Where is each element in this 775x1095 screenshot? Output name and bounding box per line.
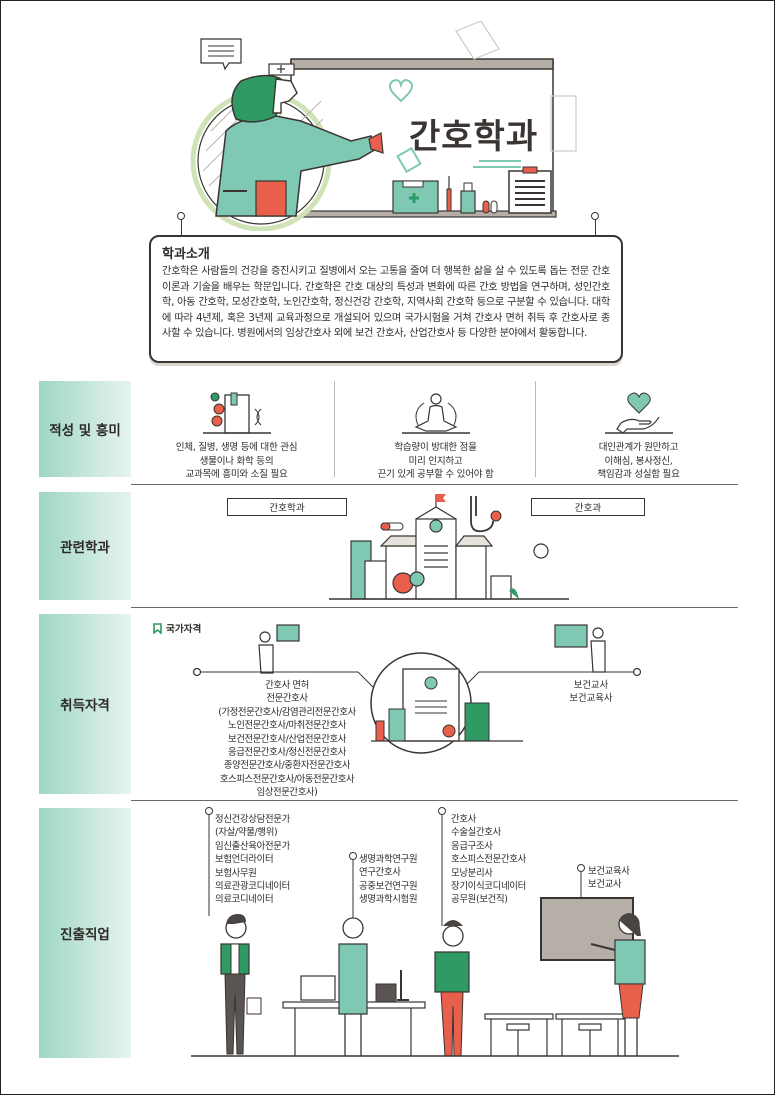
section-label-careers: 진출직업	[39, 808, 131, 1058]
career-item: 공무원(보건직)	[451, 894, 508, 906]
qualification-item: 종양전문간호사/중환자전문간호사	[223, 760, 351, 772]
career-item: 공중보건연구원	[359, 880, 418, 892]
careers-illustration	[191, 807, 679, 1057]
career-group: 정신건강상담전문가 (자살/약물/행위) 임신출산육아전문가 보험언더라이터 보…	[215, 813, 290, 907]
qualification-item: 보건전문간호사/산업전문간호사	[228, 733, 346, 745]
column-divider	[334, 381, 335, 477]
aptitude-line: 교과목에 흥미와 소질 필요	[185, 469, 288, 480]
intro-title: 학과소개	[162, 247, 210, 262]
hero-illustration: 간호학과	[181, 21, 601, 231]
intro-body: 간호학은 사람들의 건강을 증진시키고 질병에서 오는 고통을 줄여 더 행복한…	[162, 266, 610, 339]
qualification-list-left: 간호사 면허 전문간호사 (가정전문간호사/감염관리전문간호사 노인전문간호사/…	[197, 679, 377, 800]
qualification-item: 보건교사	[573, 680, 609, 691]
career-item: 수술실간호사	[451, 827, 501, 839]
aptitude-line: 끈기 있게 공부할 수 있어야 함	[377, 469, 494, 480]
qualification-item: 노인전문간호사/마취전문간호사	[228, 720, 346, 732]
pin-line	[595, 220, 596, 240]
aptitude-item: 대인관계가 원만하고 이해심, 봉사정신, 책임감과 성실함 필요	[541, 389, 736, 482]
career-item: (자살/약물/행위)	[215, 827, 278, 839]
bookmark-icon	[153, 622, 162, 634]
career-item: 호스피스전문간호사	[451, 854, 526, 866]
qualification-list-right: 보건교사 보건교육사	[541, 679, 641, 706]
qualification-item: 호스피스전문간호사/아동전문간호사	[219, 773, 355, 785]
aptitude-line: 대인관계가 원만하고	[598, 442, 679, 453]
career-group: 생명과학연구원 연구간호사 공중보건연구원 생명과학시험원	[359, 853, 418, 907]
aptitude-line: 이해심, 봉사정신,	[604, 455, 673, 467]
aptitude-line: 인체, 질병, 생명 등에 대한 관심	[175, 442, 298, 453]
section-divider	[131, 800, 738, 801]
career-group: 보건교육사 보건교사	[588, 865, 630, 892]
qualification-item: 임상전문간호사)	[256, 787, 318, 799]
aptitude-line: 학습량이 방대한 점을	[394, 442, 477, 453]
section-label-qualification: 취득자격	[39, 614, 131, 794]
column-divider	[535, 381, 536, 477]
aptitude-item: 인체, 질병, 생명 등에 대한 관심 생물이나 화학 등의 교과목에 흥미와 …	[139, 389, 334, 482]
career-item: 보건교사	[588, 879, 622, 891]
pin-line	[181, 220, 182, 240]
career-item: 장기이식코디네이터	[451, 881, 526, 893]
career-item: 보험사무원	[215, 867, 257, 879]
qualification-item: 응급전문간호사/정신전문간호사	[228, 747, 346, 759]
qualification-item: 간호사 면허	[265, 680, 309, 691]
hospital-illustration	[329, 494, 569, 600]
page-title: 간호학과	[409, 117, 539, 157]
aptitude-line: 책임감과 성실함 필요	[597, 469, 680, 480]
career-item: 보건교육사	[588, 866, 630, 877]
national-qualification-heading: 국가자격	[153, 621, 201, 635]
career-item: 연구간호사	[359, 867, 401, 879]
book-dna-icon	[202, 392, 271, 434]
nurse-presentation-illustration	[190, 21, 577, 231]
meditation-icon	[401, 393, 470, 434]
career-group: 간호사 수술실간호사 응급구조사 호스피스전문간호사 모낭분리사 장기이식코디네…	[451, 813, 526, 907]
pin-dot	[591, 212, 599, 220]
pin-dot	[177, 212, 185, 220]
aptitude-item: 학습량이 방대한 점을 미리 인지하고 끈기 있게 공부할 수 있어야 함	[338, 389, 533, 482]
qualification-item: (가정전문간호사/감염관리전문간호사	[218, 706, 356, 718]
career-item: 정신건강상담전문가	[215, 814, 290, 825]
career-item: 의료관광코디네이터	[215, 881, 290, 893]
qualification-item: 전문간호사	[266, 693, 308, 705]
department-intro-box: 학과소개 간호학은 사람들의 건강을 증진시키고 질병에서 오는 고통을 줄여 …	[149, 235, 623, 363]
career-item: 간호사	[451, 814, 476, 825]
aptitude-line: 미리 인지하고	[408, 455, 463, 467]
related-dept-tag: 간호학과	[227, 498, 347, 516]
heart-hand-icon	[604, 392, 673, 434]
qualification-illustration	[193, 624, 642, 754]
qualification-item: 보건교육사	[569, 693, 613, 705]
career-item: 생명과학연구원	[359, 854, 418, 865]
related-dept-tag: 간호과	[531, 498, 645, 516]
section-divider	[131, 607, 738, 608]
section-divider	[131, 484, 738, 485]
career-item: 모낭분리사	[451, 867, 493, 879]
career-item: 보험언더라이터	[215, 854, 274, 866]
national-qualification-label: 국가자격	[166, 624, 202, 635]
career-item: 임신출산육아전문가	[215, 840, 290, 852]
section-label-aptitude: 적성 및 흥미	[39, 381, 131, 477]
career-item: 생명과학시험원	[359, 894, 418, 906]
career-item: 의료코디네이터	[215, 894, 274, 906]
career-item: 응급구조사	[451, 840, 493, 852]
section-label-related: 관련학과	[39, 492, 131, 600]
aptitude-line: 생물이나 화학 등의	[199, 455, 274, 467]
